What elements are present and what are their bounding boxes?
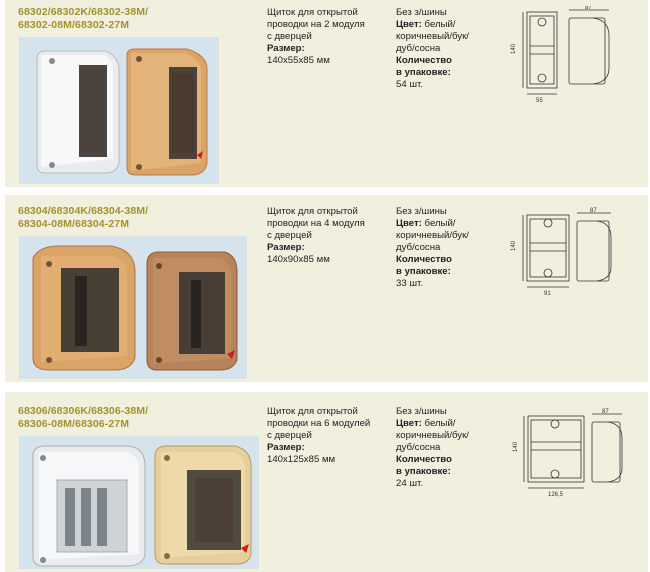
product-photo-illustration [32,245,238,371]
dim-width: 91 [544,291,551,297]
technical-drawing: 140 55 87 [505,5,635,111]
product-photo-illustration [36,48,208,176]
product-code: 68304/68304K/68304-38M/ 68304-08M/68304-… [18,205,149,230]
dim-width: 55 [536,98,543,104]
product-photo [19,37,219,184]
product-specs: Без з/шины Цвет: белый/ коричневый/бук/ … [396,7,469,90]
product-photo [19,236,247,379]
product-card-68306: 68306/68306K/68306-38M/ 68306-08M/68306-… [5,392,648,572]
product-code: 68302/68302K/68302-38M/ 68302-08M/68302-… [18,6,149,31]
technical-drawing: 140 91 87 [505,207,635,302]
product-photo-illustration [32,445,252,567]
dim-width: 126,5 [548,492,564,498]
product-photo [19,436,259,569]
product-code: 68306/68306K/68306-38M/ 68306-08M/68306-… [18,405,149,430]
dim-height: 140 [513,441,519,452]
product-specs: Без з/шины Цвет: белый/ коричневый/бук/ … [396,406,469,489]
dim-height: 140 [511,240,517,251]
product-specs: Без з/шины Цвет: белый/ коричневый/бук/ … [396,206,469,289]
product-description: Щиток для открытой проводки на 6 модулей… [267,406,371,465]
dim-depth: 87 [585,6,592,11]
dim-depth: 87 [590,208,597,214]
dim-depth: 87 [602,409,609,415]
dim-height: 140 [511,43,517,54]
technical-drawing: 140 126,5 87 [510,408,640,503]
product-card-68302: 68302/68302K/68302-38M/ 68302-08M/68302-… [5,0,648,187]
product-description: Щиток для открытой проводки на 2 модуля … [267,7,365,66]
product-card-68304: 68304/68304K/68304-38M/ 68304-08M/68304-… [5,195,648,382]
product-description: Щиток для открытой проводки на 4 модуля … [267,206,365,265]
